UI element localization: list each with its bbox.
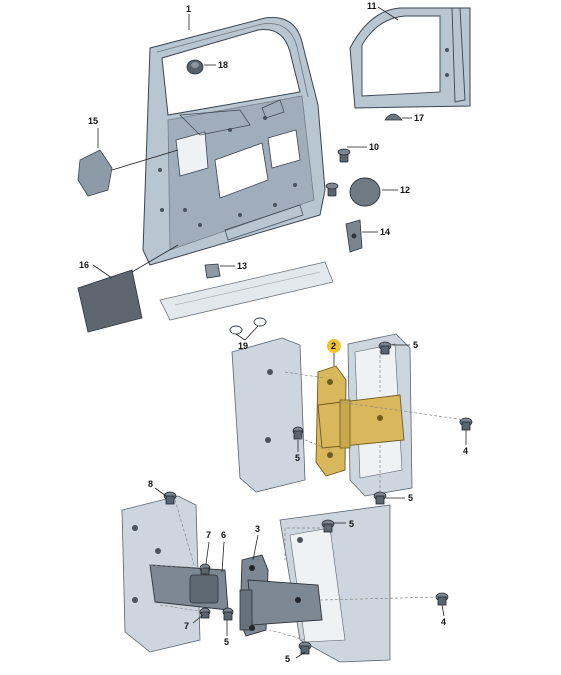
callout-14: 14 [380, 227, 390, 237]
callout-5-e: 5 [224, 637, 229, 647]
callout-labels: 1 2 3 4 4 5 5 5 5 5 5 6 7 7 8 10 11 12 1… [79, 1, 468, 664]
door-shell [142, 17, 326, 266]
body-pillar [349, 7, 471, 109]
callout-7-a: 7 [206, 530, 211, 540]
clip-10 [325, 148, 351, 197]
bracket-14 [345, 219, 363, 253]
sill-trim [159, 261, 334, 321]
callout-5-f: 5 [285, 654, 290, 664]
callout-8: 8 [148, 479, 153, 489]
cover-15 [77, 149, 113, 197]
callout-4-upper: 4 [463, 446, 468, 456]
callout-15: 15 [88, 116, 98, 126]
callout-5-b: 5 [295, 453, 300, 463]
upper-hinge-assembly [231, 333, 473, 505]
callout-5-a: 5 [413, 340, 418, 350]
callout-16: 16 [79, 260, 89, 270]
alignment-lines [149, 350, 466, 641]
callout-1: 1 [186, 4, 191, 14]
callout-7-b: 7 [184, 621, 189, 631]
callout-2-highlight [327, 339, 341, 353]
callout-5-d: 5 [349, 519, 354, 529]
leader-lines [92, 6, 467, 659]
callout-4-lower: 4 [441, 617, 446, 627]
clip-13 [204, 263, 221, 279]
callout-12: 12 [400, 185, 410, 195]
callout-11: 11 [367, 1, 377, 11]
grommet-12 [349, 177, 381, 207]
cap-17 [384, 113, 403, 121]
callout-19: 19 [238, 341, 248, 351]
clips-19 [229, 317, 267, 335]
callout-3: 3 [255, 524, 260, 534]
callout-6: 6 [221, 530, 226, 540]
callout-10: 10 [369, 142, 379, 152]
callout-18: 18 [218, 60, 228, 70]
mat-16 [77, 269, 143, 333]
callout-2: 2 [331, 341, 336, 351]
callout-13: 13 [237, 261, 247, 271]
callout-17: 17 [414, 113, 424, 123]
callout-5-c: 5 [408, 493, 413, 503]
lower-hinge-assembly [121, 491, 449, 663]
plug-18 [186, 59, 204, 75]
